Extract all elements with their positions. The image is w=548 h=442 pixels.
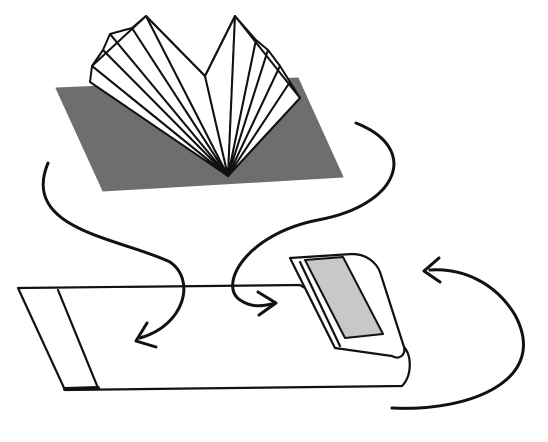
arrow-head bbox=[134, 321, 158, 349]
jacket-fold-crease bbox=[298, 260, 342, 348]
curved-arrows bbox=[41, 121, 525, 410]
jacket-spine-band bbox=[304, 256, 384, 339]
arrow-head bbox=[256, 290, 278, 317]
arrow-head bbox=[422, 256, 442, 284]
jacket-bottom-edge bbox=[63, 386, 100, 391]
open-book-icon bbox=[89, 15, 301, 177]
curved-arrow bbox=[390, 268, 525, 410]
curved-arrow bbox=[41, 161, 186, 340]
curved-arrow bbox=[231, 121, 396, 308]
jacket-left-fold-line bbox=[56, 288, 100, 390]
book-outline bbox=[91, 15, 301, 177]
folded-jacket bbox=[16, 252, 411, 392]
